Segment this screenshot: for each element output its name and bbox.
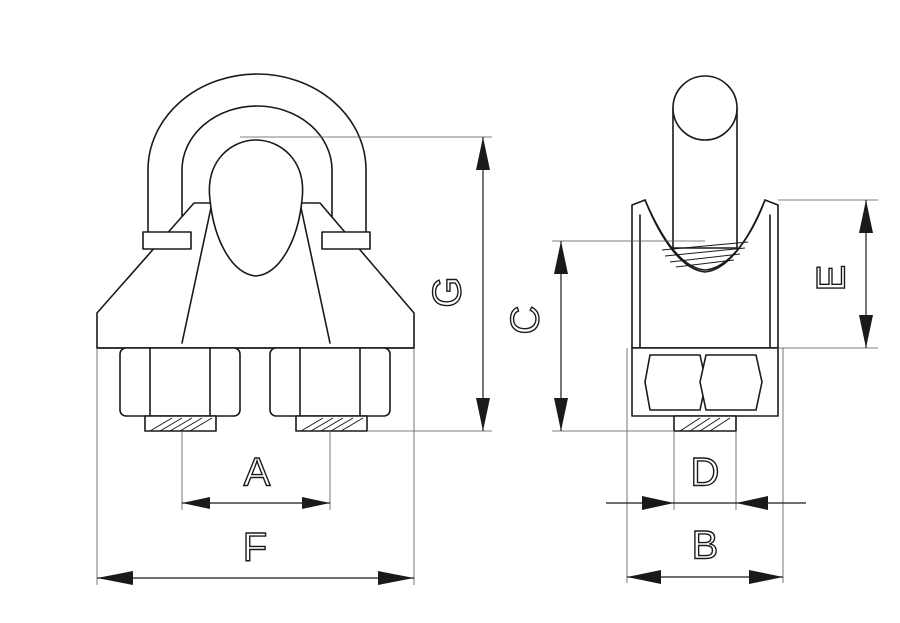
label-c: C	[504, 306, 548, 335]
bolt-shank	[672, 75, 738, 249]
hex-nut-right	[269, 347, 391, 432]
front-extension-lines	[96, 136, 492, 585]
saddle	[96, 139, 415, 349]
label-b: B	[692, 524, 719, 568]
side-extension-lines	[552, 199, 878, 583]
dimension-c: C	[503, 241, 568, 431]
dimension-d: D	[606, 450, 806, 510]
label-g: G	[426, 276, 470, 307]
dimension-f: F	[97, 525, 414, 585]
dimension-g: G	[425, 137, 490, 431]
front-view: A F G	[96, 73, 492, 585]
side-view: C E D B	[503, 75, 878, 584]
side-hex-nut	[631, 347, 779, 432]
dimension-b: B	[627, 523, 783, 584]
u-bolt	[147, 73, 367, 233]
label-e: E	[810, 265, 854, 292]
label-a: A	[244, 451, 271, 495]
saddle-side	[631, 199, 779, 349]
dimension-e: E	[809, 200, 873, 348]
label-f: F	[243, 526, 267, 570]
dimension-a: A	[182, 450, 330, 509]
label-d: D	[691, 451, 720, 495]
hex-nut-left	[119, 347, 241, 432]
